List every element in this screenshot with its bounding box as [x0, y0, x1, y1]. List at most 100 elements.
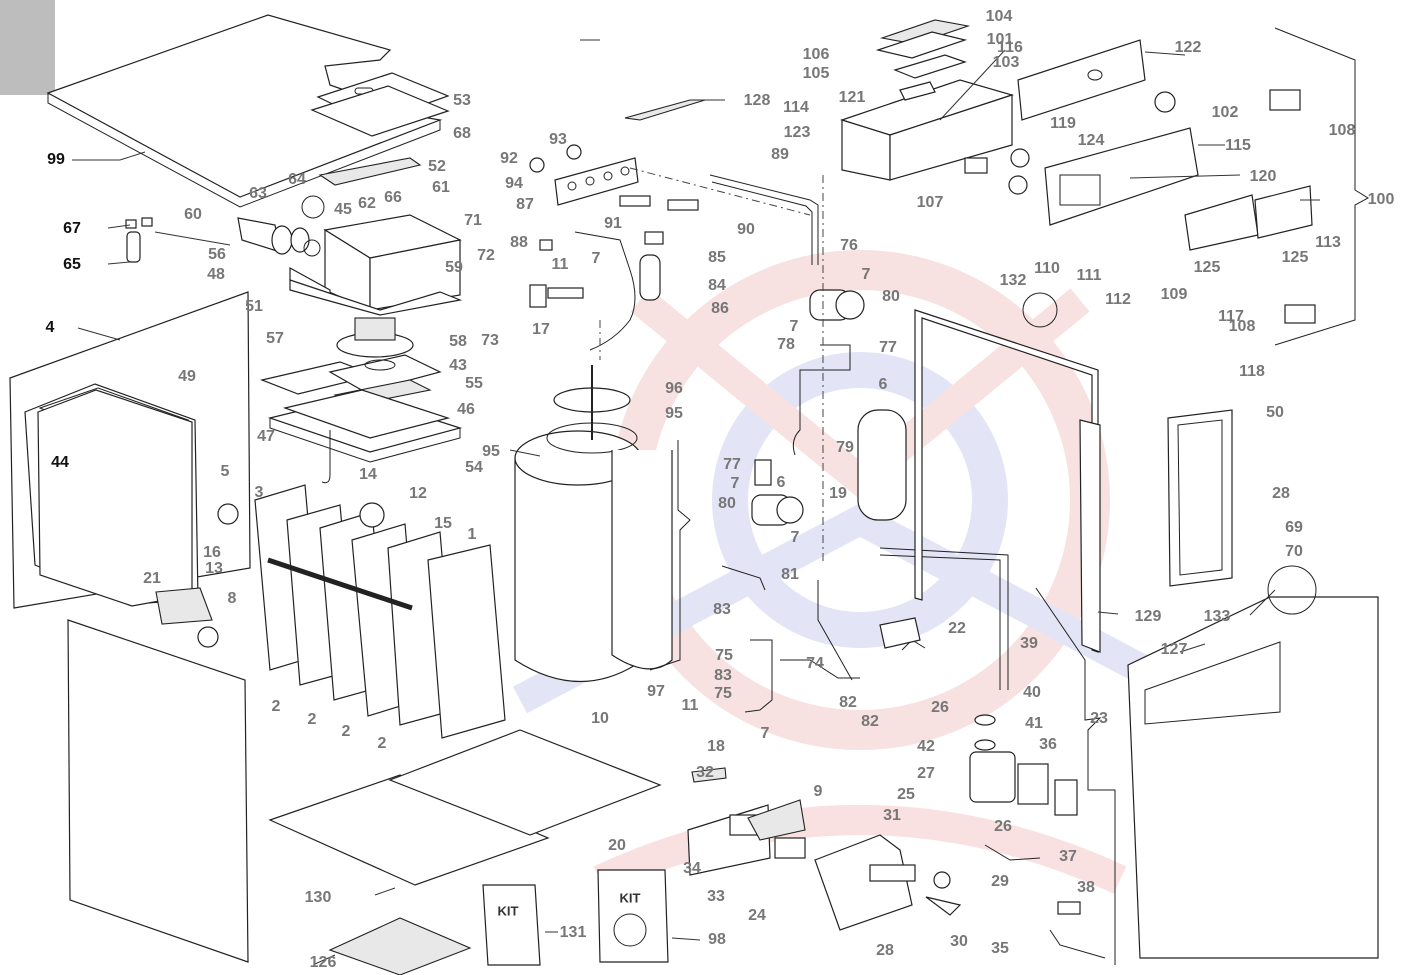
callout-103: 103: [992, 54, 1020, 71]
frame-49: [37, 389, 193, 607]
callout-49: 49: [178, 368, 196, 385]
callout-36: 36: [1039, 736, 1057, 753]
callout-27: 27: [917, 765, 935, 782]
callout-82a: 82: [839, 694, 857, 711]
plug-65-67: [125, 217, 153, 263]
callout-8: 8: [227, 590, 237, 607]
callout-122: 122: [1174, 39, 1202, 56]
callout-117: 117: [1218, 308, 1244, 325]
callout-32: 32: [696, 764, 714, 781]
callout-41: 41: [1025, 715, 1043, 732]
callout-74: 74: [806, 655, 824, 672]
callout-105: 105: [802, 65, 830, 82]
callout-101: 101: [986, 31, 1014, 48]
leader-lines: [72, 39, 1320, 965]
callout-69: 69: [1285, 519, 1303, 536]
manual-126: [328, 917, 472, 975]
callout-79: 79: [836, 439, 854, 456]
callout-70: 70: [1285, 543, 1303, 560]
rear-panels: [914, 292, 1379, 959]
callout-59: 59: [445, 259, 463, 276]
callout-51: 51: [245, 298, 263, 315]
callout-88: 88: [510, 234, 528, 251]
callout-71: 71: [464, 212, 482, 229]
callout-113: 113: [1315, 234, 1341, 251]
callout-99: 99: [47, 151, 65, 168]
callout-40: 40: [1023, 684, 1041, 701]
callout-38: 38: [1077, 879, 1095, 896]
callout-43: 43: [449, 357, 467, 374]
callout-1: 1: [467, 526, 477, 543]
callout-119: 119: [1050, 115, 1076, 132]
callout-2b: 2: [307, 711, 317, 728]
callout-72: 72: [477, 247, 495, 264]
callout-28b: 28: [1272, 485, 1290, 502]
burner-58: [336, 317, 414, 358]
callout-126: 126: [309, 954, 337, 971]
callout-42: 42: [917, 738, 935, 755]
callout-19: 19: [829, 485, 847, 502]
callout-98: 98: [708, 931, 726, 948]
callout-128: 128: [743, 92, 771, 109]
callout-131: 131: [559, 924, 587, 941]
callout-54: 54: [465, 459, 483, 476]
callout-112: 112: [1105, 291, 1131, 308]
callout-4: 4: [45, 319, 55, 336]
callout-53: 53: [453, 92, 471, 109]
callout-91: 91: [604, 215, 622, 232]
heat-exchanger-sections: [197, 484, 506, 739]
callout-84: 84: [708, 277, 726, 294]
kit-bag-label: KIT: [619, 890, 641, 906]
callout-25: 25: [897, 786, 915, 803]
callout-7d: 7: [730, 475, 740, 492]
callout-44: 44: [51, 454, 69, 471]
callout-118: 118: [1239, 363, 1265, 380]
callout-133: 133: [1203, 608, 1231, 625]
callout-61: 61: [432, 179, 450, 196]
fan-60: [237, 195, 325, 257]
callout-97: 97: [647, 683, 665, 700]
callout-127: 127: [1160, 641, 1188, 658]
callout-58: 58: [449, 333, 467, 350]
callout-75a: 75: [715, 647, 733, 664]
bracket-line-tank: [649, 440, 691, 671]
callout-7a: 7: [591, 250, 601, 267]
callout-62: 62: [358, 195, 376, 212]
callout-55: 55: [465, 375, 483, 392]
callout-30: 30: [950, 933, 968, 950]
callout-65: 65: [63, 256, 81, 273]
callout-2a: 2: [271, 698, 281, 715]
callout-46: 46: [457, 401, 475, 418]
callout-2d: 2: [377, 735, 387, 752]
callout-92: 92: [500, 150, 518, 167]
bracket-128: [624, 99, 706, 121]
callout-17: 17: [532, 321, 550, 338]
callout-16: 16: [203, 544, 221, 561]
bracket-52: [318, 157, 422, 186]
kit-bag-98: [597, 869, 669, 963]
plate-53-68: [310, 72, 450, 137]
callout-100: 100: [1367, 191, 1395, 208]
callout-11a: 11: [551, 256, 569, 273]
callout-7e: 7: [790, 529, 800, 546]
callout-80a: 80: [882, 288, 900, 305]
callout-75b: 75: [714, 685, 732, 702]
callout-95b: 95: [482, 443, 500, 460]
gas-valve-27: [969, 714, 1078, 816]
callout-7f: 7: [760, 725, 770, 742]
callout-39: 39: [1020, 635, 1038, 652]
callout-130: 130: [304, 889, 332, 906]
callout-21: 21: [143, 570, 161, 587]
callout-50: 50: [1266, 404, 1284, 421]
top-cover-panel: [46, 14, 443, 208]
callout-76: 76: [840, 237, 858, 254]
callout-87: 87: [516, 196, 534, 213]
callout-18: 18: [707, 738, 725, 755]
callout-125b: 125: [1281, 249, 1309, 266]
callout-34: 34: [683, 860, 701, 877]
callout-22: 22: [948, 620, 966, 637]
callout-73: 73: [481, 332, 499, 349]
callout-11b: 11: [681, 697, 699, 714]
callout-3: 3: [254, 484, 264, 501]
